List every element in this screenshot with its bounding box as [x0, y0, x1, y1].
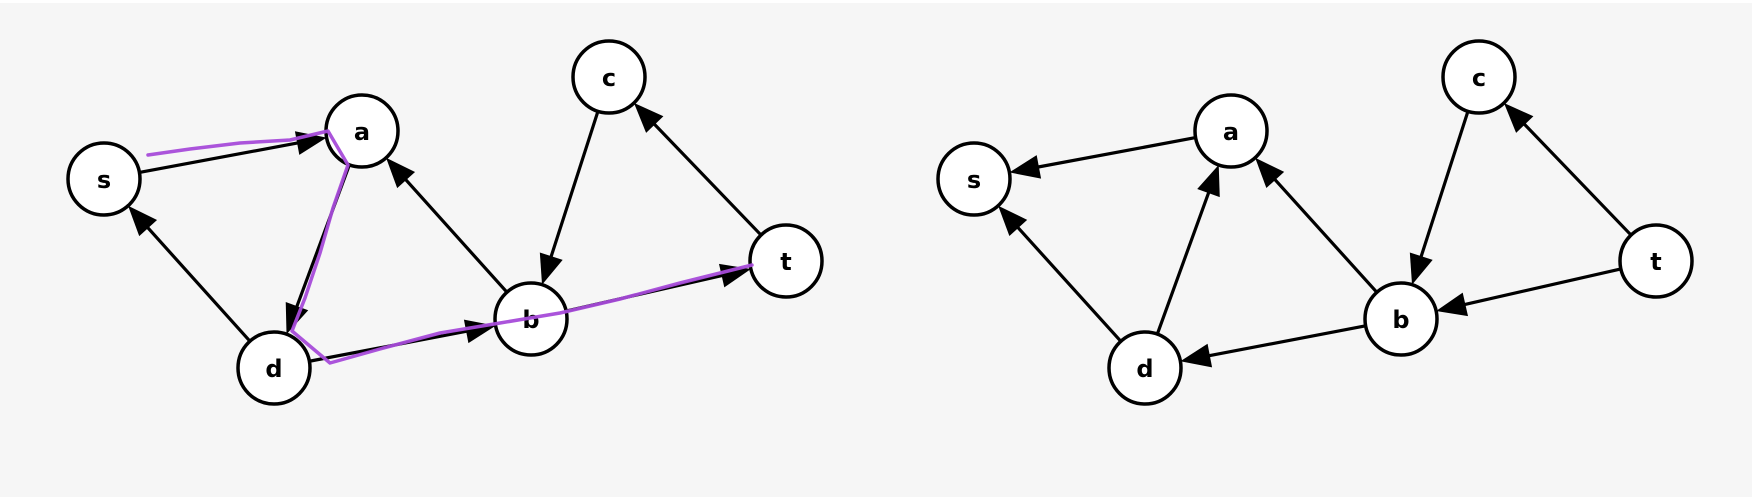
node-circle-d	[236, 330, 312, 406]
highlighted-path-stroke	[146, 129, 754, 365]
node-a: a	[1193, 93, 1269, 169]
node-t: t	[748, 223, 824, 299]
arrow-head-d-s	[128, 205, 158, 237]
node-circle-d	[1107, 330, 1183, 406]
edge-b-a	[403, 177, 509, 294]
arrow-head-c-b	[539, 252, 563, 285]
node-circle-c	[1441, 39, 1517, 115]
edge-b-a	[1272, 177, 1379, 294]
node-circle-a	[1193, 93, 1269, 169]
graph-canvas: s a c t b d s a c t b d	[66, 39, 1694, 406]
edge-d-s	[1015, 225, 1123, 343]
arrow-head-t-b	[1436, 292, 1469, 317]
right-graph: s a c t b d	[936, 39, 1694, 406]
diagram-panel: s a c t b d s a c t b d	[0, 3, 1752, 497]
node-circle-s	[936, 141, 1012, 217]
node-s: s	[66, 141, 142, 217]
node-label-d: d	[265, 355, 282, 383]
edge-c-b	[1419, 110, 1470, 259]
node-label-t: t	[780, 248, 791, 276]
node-d: d	[236, 330, 312, 406]
arrow-head-t-c	[633, 102, 664, 133]
edge-d-s	[145, 225, 252, 343]
edge-s-a	[139, 141, 300, 174]
arrow-head-a-s	[1009, 155, 1042, 179]
node-label-a: a	[354, 118, 370, 146]
edge-a-s	[1036, 136, 1196, 169]
node-circle-b	[1363, 281, 1439, 357]
node-label-s: s	[97, 166, 111, 194]
node-label-t: t	[1650, 248, 1661, 276]
edge-t-c	[1522, 122, 1633, 237]
node-label-a: a	[1223, 118, 1239, 146]
edge-c-b	[549, 110, 600, 259]
arrow-head-d-s	[998, 205, 1028, 236]
node-circle-t	[1618, 223, 1694, 299]
edge-t-b	[1463, 267, 1622, 307]
node-circle-s	[66, 141, 142, 217]
node-s: s	[936, 141, 1012, 217]
edge-d-a	[1155, 190, 1211, 335]
arrow-head-d-a	[1197, 164, 1220, 198]
node-c: c	[571, 39, 647, 115]
left-graph: s a c t b d	[66, 39, 824, 406]
node-label-b: b	[1392, 306, 1409, 334]
edge-t-c	[652, 122, 763, 237]
node-label-c: c	[602, 64, 616, 92]
arrow-head-t-c	[1503, 102, 1534, 133]
node-label-s: s	[967, 166, 981, 194]
node-circle-c	[571, 39, 647, 115]
arrow-head-c-b	[1409, 252, 1433, 285]
node-c: c	[1441, 39, 1517, 115]
node-label-b: b	[522, 306, 539, 334]
node-label-c: c	[1472, 64, 1486, 92]
node-a: a	[324, 93, 400, 169]
node-circle-t	[748, 223, 824, 299]
node-t: t	[1618, 223, 1694, 299]
node-d: d	[1107, 330, 1183, 406]
arrow-head-b-d	[1180, 343, 1213, 368]
arrow-head-b-a	[386, 157, 416, 189]
edge-b-d	[1207, 324, 1366, 358]
node-b: b	[1363, 281, 1439, 357]
node-label-d: d	[1136, 355, 1153, 383]
arrow-head-b-a	[1255, 157, 1285, 189]
